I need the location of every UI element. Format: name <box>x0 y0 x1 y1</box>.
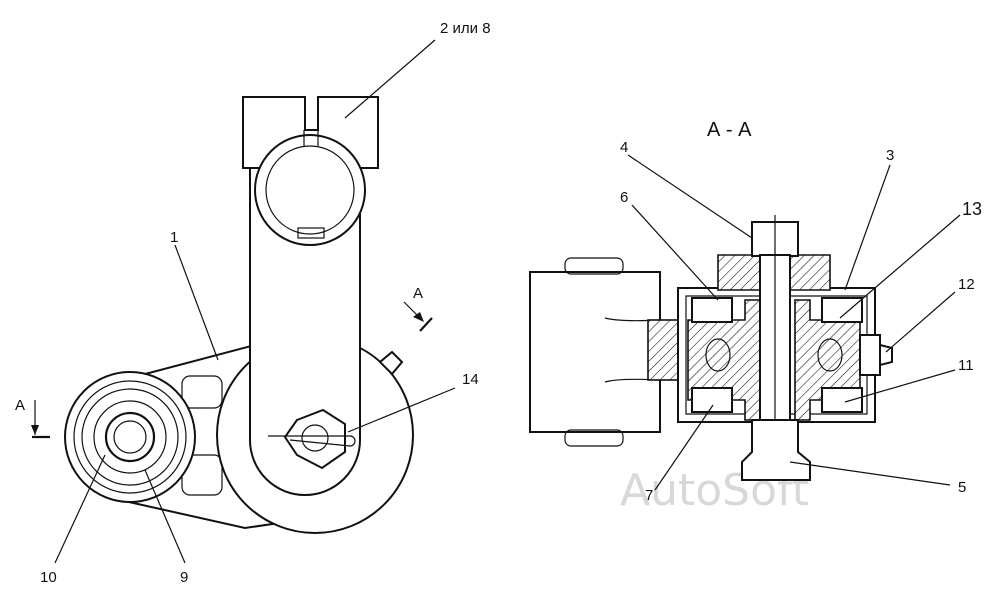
callout-4: 4 <box>620 139 628 156</box>
bearing-lower-right <box>821 387 863 413</box>
bearing-upper-right <box>821 297 863 323</box>
callout-11: 11 <box>958 357 974 374</box>
bracket-body <box>529 271 661 433</box>
leaders-left <box>54 39 456 564</box>
bracket-boss-top <box>564 257 624 275</box>
cotter-pin <box>268 435 356 447</box>
leaders-section <box>627 154 961 491</box>
housing-window-upper <box>181 375 223 409</box>
callout-12: 12 <box>958 276 975 293</box>
callout-1: 1 <box>170 229 178 246</box>
side-view: А А <box>15 96 433 534</box>
pulley-shell-inner <box>685 295 868 415</box>
castle-nut <box>283 408 346 470</box>
section-arrow-left-head <box>31 425 39 435</box>
roller-left <box>705 338 731 372</box>
bottom-nut <box>741 419 811 481</box>
section-view <box>529 215 893 481</box>
bearing-upper-left <box>691 297 733 323</box>
clamp-bore-inner <box>265 145 355 235</box>
bracket-boss-bottom <box>564 429 624 447</box>
small-pulley-hub <box>104 411 156 463</box>
callout-2-or-8: 2 или 8 <box>440 20 491 37</box>
callout-7: 7 <box>645 487 653 504</box>
callout-14: 14 <box>462 371 479 388</box>
callout-5: 5 <box>958 479 966 496</box>
small-pulley <box>64 371 196 503</box>
clamp-bore-outer <box>254 134 366 246</box>
small-pulley-bore <box>113 420 147 454</box>
section-arrow-upper-head <box>413 312 424 322</box>
section-marker-left: А <box>15 397 25 414</box>
section-line-upper <box>419 317 433 332</box>
right-fitting-body <box>859 334 881 376</box>
callout-10: 10 <box>40 569 57 586</box>
roller-right <box>817 338 843 372</box>
grease-fitting <box>378 350 404 376</box>
small-pulley-groove-2 <box>81 388 179 486</box>
callout-3: 3 <box>886 147 894 164</box>
callout-6: 6 <box>620 189 628 206</box>
callout-13: 13 <box>962 199 982 219</box>
callout-9: 9 <box>180 569 188 586</box>
clamp-key <box>297 227 325 239</box>
section-title: А - А <box>707 119 752 141</box>
section-marker-upper: А <box>413 285 423 302</box>
castle-nut-bore <box>301 424 329 452</box>
bearing-lower-left <box>691 387 733 413</box>
small-pulley-groove-1 <box>73 380 187 494</box>
small-pulley-groove-3 <box>93 400 167 474</box>
